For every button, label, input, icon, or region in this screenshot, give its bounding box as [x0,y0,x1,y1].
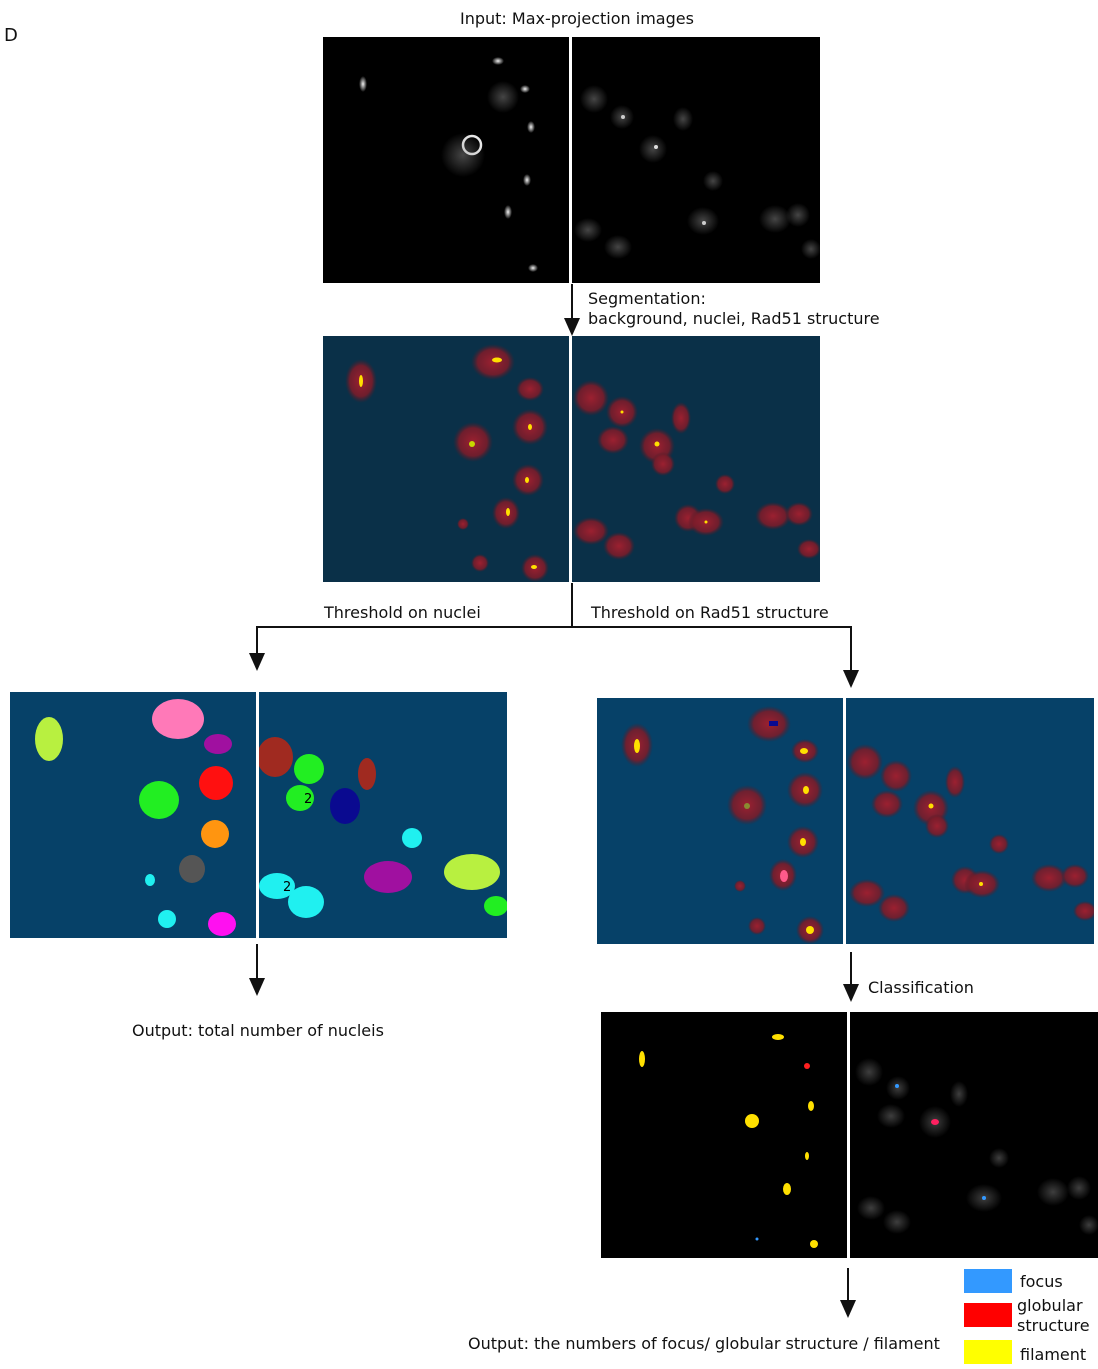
legend-swatch-globular [964,1303,1012,1327]
nuclei-overlay-number-1: 2 [304,792,312,807]
threshold-nuclei-label: Threshold on nuclei [324,603,481,622]
branch-stem [571,583,573,628]
arrow-shaft-final-output [847,1268,849,1302]
segmentation-svg [345,344,820,582]
nuclei-separator [256,692,259,938]
branch-left-drop [256,626,258,656]
arrowhead-nuclei-output [249,978,265,996]
arrowhead-left-branch [249,653,265,671]
raw-separator [569,37,572,283]
segmentation-image [323,336,820,582]
legend-label-globular-line1: globular [1017,1296,1083,1315]
raw-input-image [323,37,820,283]
arrow-shaft-nuclei-output [256,944,258,980]
panel-letter: D [4,25,18,46]
arrow-shaft-classification [850,952,852,986]
nuclei-labelled-image: 2 2 [10,692,507,938]
nuclei-overlay-number-2: 2 [283,880,291,895]
legend-swatch-filament [964,1340,1012,1364]
legend-label-globular-line2: structure [1017,1316,1090,1335]
input-label: Input: Max-projection images [460,9,694,28]
raw-left-spots [359,57,538,272]
branch-right-drop [850,626,852,672]
output-nuclei-label: Output: total number of nucleis [132,1021,384,1040]
classification-right-objects [855,1058,1098,1235]
rad51-threshold-svg [621,706,1094,944]
rad51-left-nuclei [621,706,824,944]
legend-label-focus: focus [1020,1272,1063,1291]
legend-label-filament: filament [1020,1345,1087,1364]
raw-input-svg [359,57,820,272]
segmentation-left-nuclei [345,344,549,582]
arrowhead-final-output [840,1300,856,1318]
arrowhead-1 [564,318,580,336]
arrowhead-right-branch [843,670,859,688]
threshold-rad51-label: Threshold on Rad51 structure [591,603,829,622]
nuclei-left-blobs [35,699,236,936]
arrow-shaft-1 [571,284,573,320]
classification-label: Classification [868,978,974,997]
nuclei-right-blobs [257,737,507,918]
segmentation-label-line2: background, nuclei, Rad51 structure [588,309,880,328]
legend-swatch-focus [964,1269,1012,1293]
output-structures-label: Output: the numbers of focus/ globular s… [468,1334,940,1353]
rad51-threshold-image [597,698,1094,944]
segmentation-right-nuclei [573,380,820,560]
rad51-separator [843,698,846,944]
branch-horizontal [256,626,852,628]
arrowhead-classification [843,984,859,1002]
nuclei-labelled-svg: 2 2 [35,699,507,936]
classification-separator [847,1012,850,1258]
rad51-right-nuclei [847,744,1094,922]
classification-svg [639,1034,1098,1248]
classification-image [601,1012,1098,1258]
raw-right-spots [574,85,820,259]
segmentation-separator [569,336,572,582]
segmentation-label-line1: Segmentation: [588,289,706,308]
classification-left-objects [639,1034,818,1248]
